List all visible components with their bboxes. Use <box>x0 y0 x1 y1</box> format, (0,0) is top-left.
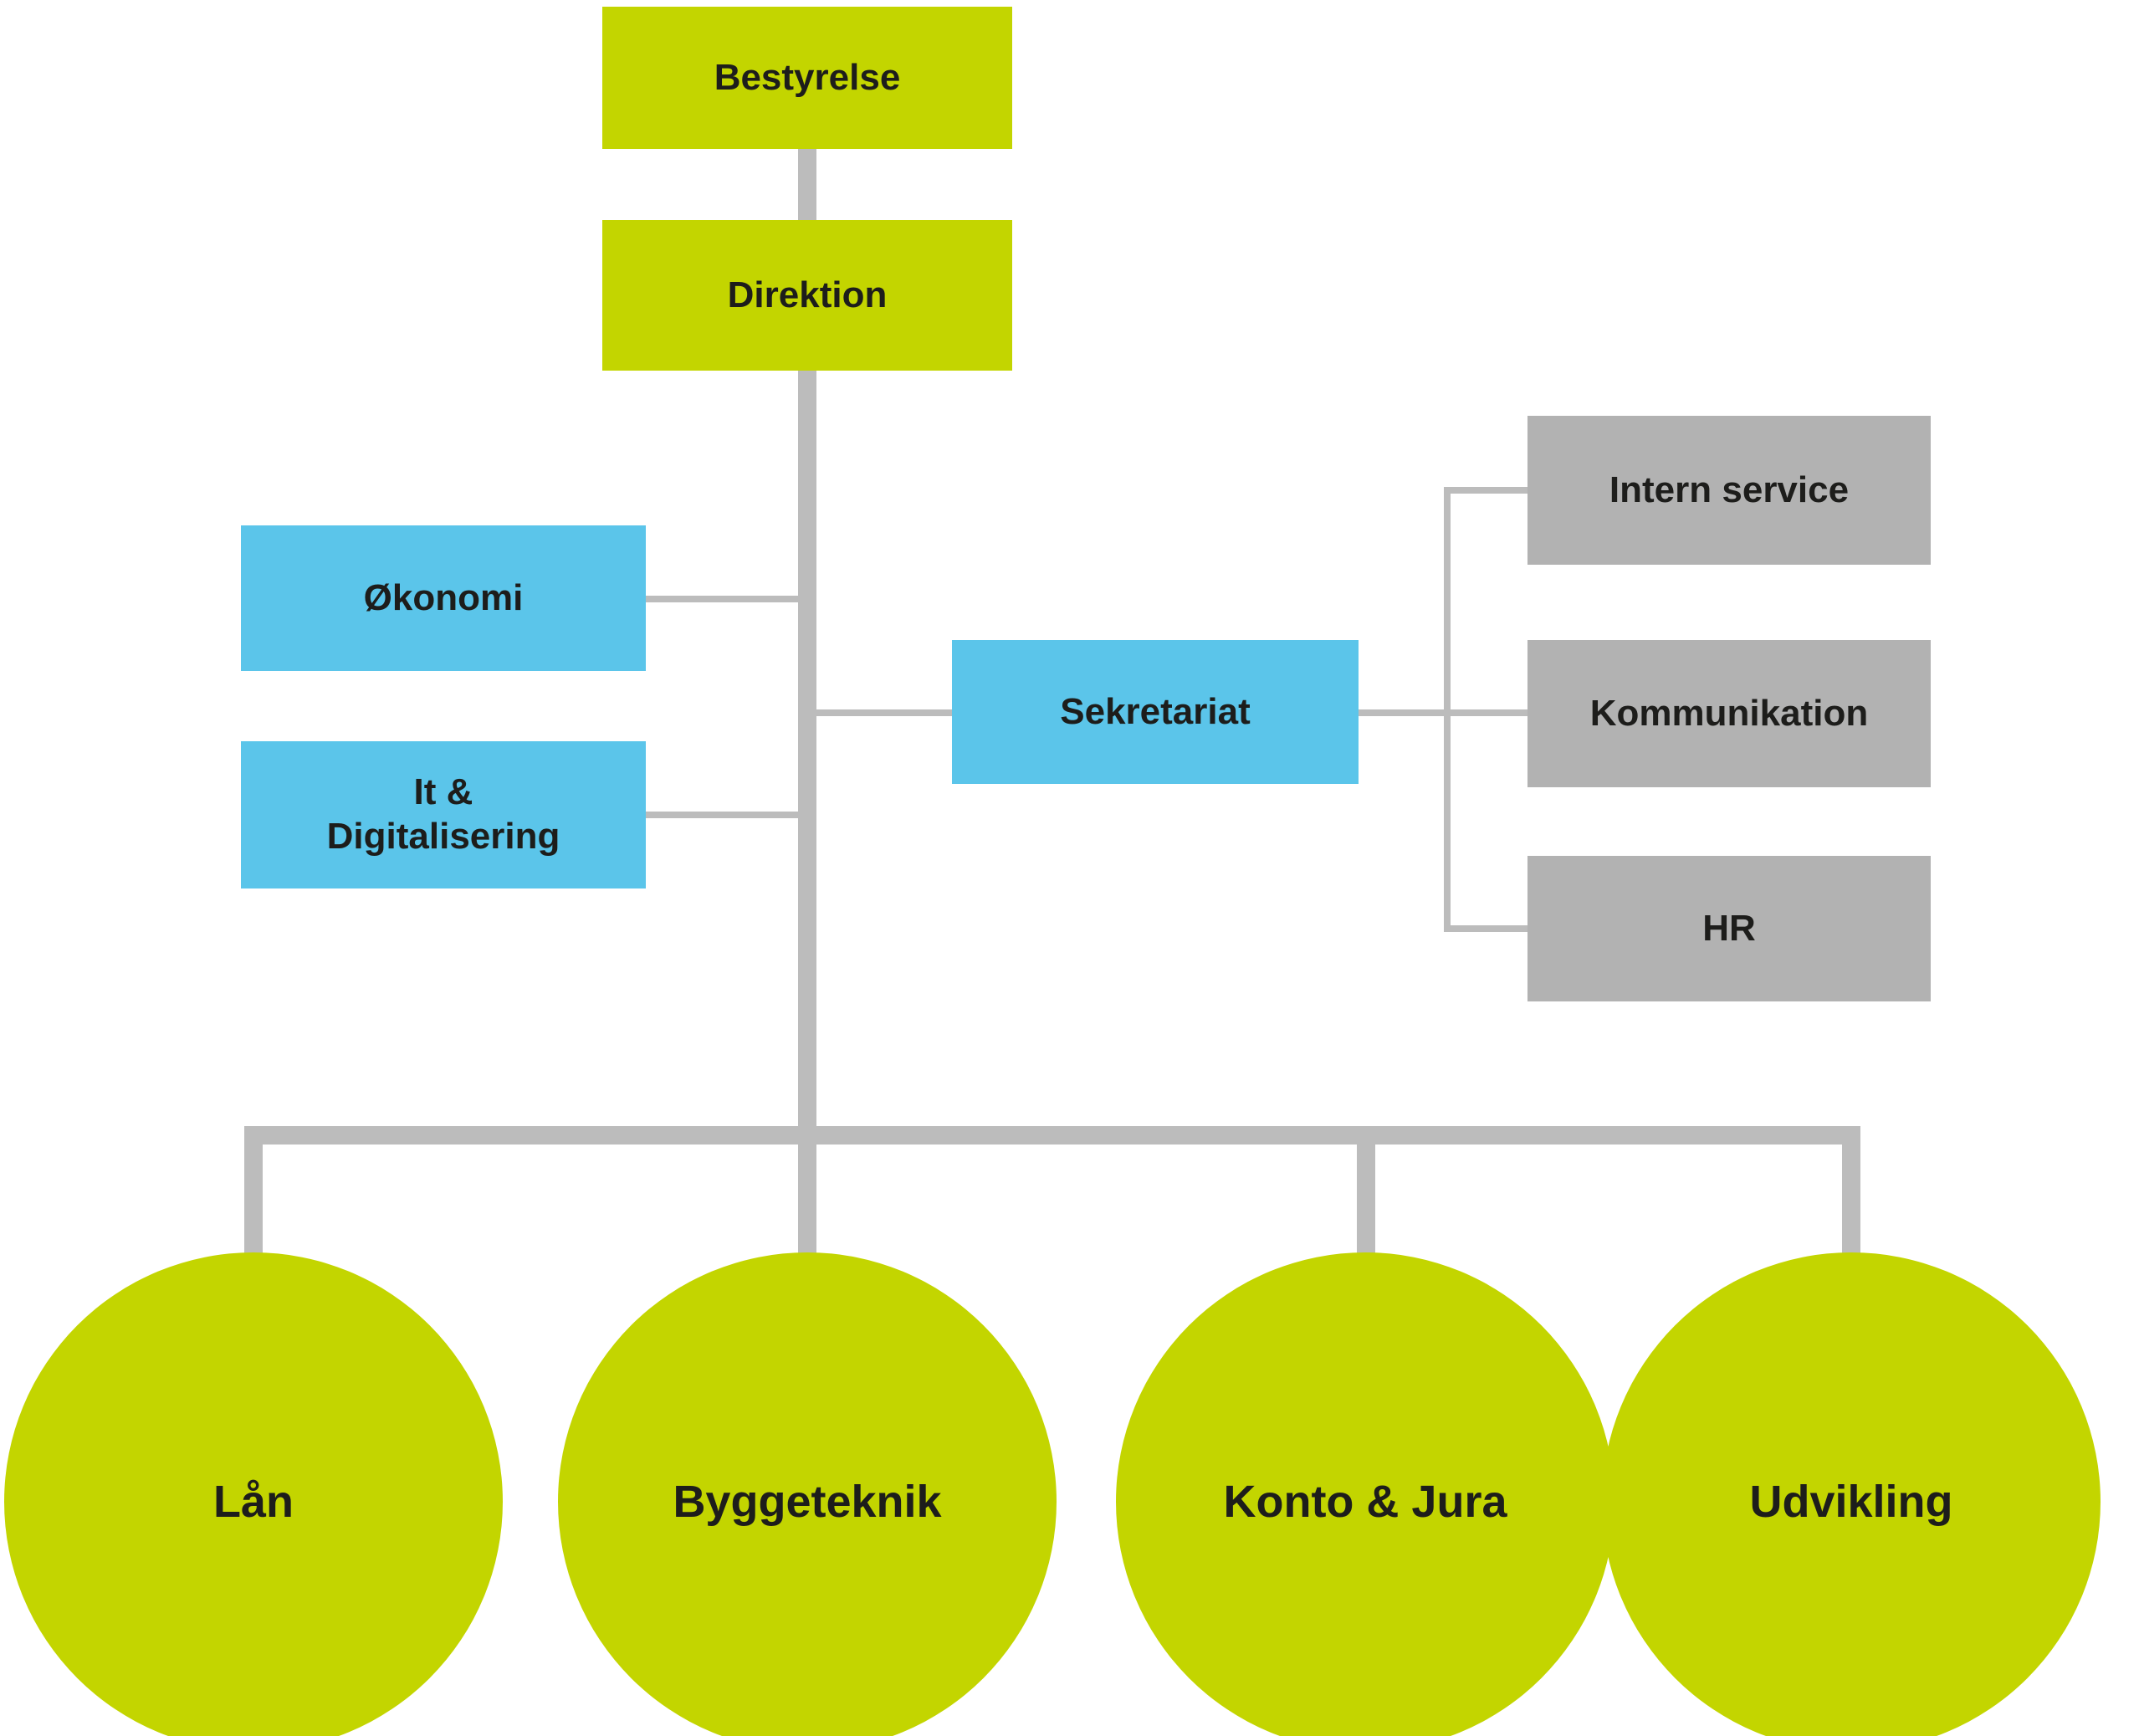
node-hr: HR <box>1527 856 1931 1001</box>
node-direktion: Direktion <box>602 220 1012 371</box>
connector-drop-udvikling <box>1842 1126 1860 1277</box>
connector-drop-laan <box>244 1126 263 1277</box>
connector-drop-konto-jura <box>1357 1126 1375 1277</box>
node-okonomi: Økonomi <box>241 525 646 671</box>
node-intern-service: Intern service <box>1527 416 1931 565</box>
node-konto-jura: Konto & Jura <box>1116 1252 1614 1736</box>
connector-okonomi <box>646 596 809 602</box>
node-it-digitalisering: It & Digitalisering <box>241 741 646 888</box>
node-sekretariat: Sekretariat <box>952 640 1359 784</box>
connector-branch-vertical <box>1444 487 1451 932</box>
connector-bottom-horizontal <box>244 1126 1860 1145</box>
connector-sekretariat-left <box>806 709 954 716</box>
node-kommunikation: Kommunikation <box>1527 640 1931 787</box>
node-laan: Lån <box>4 1252 503 1736</box>
node-udvikling: Udvikling <box>1602 1252 2101 1736</box>
node-bestyrelse: Bestyrelse <box>602 7 1012 149</box>
connector-stub-hr <box>1447 925 1529 932</box>
connector-sekretariat-right <box>1357 709 1529 716</box>
connector-it-digitalisering <box>646 812 809 818</box>
node-byggeteknik: Byggeteknik <box>558 1252 1057 1736</box>
connector-trunk <box>798 75 816 1280</box>
connector-stub-intern-service <box>1447 487 1529 494</box>
